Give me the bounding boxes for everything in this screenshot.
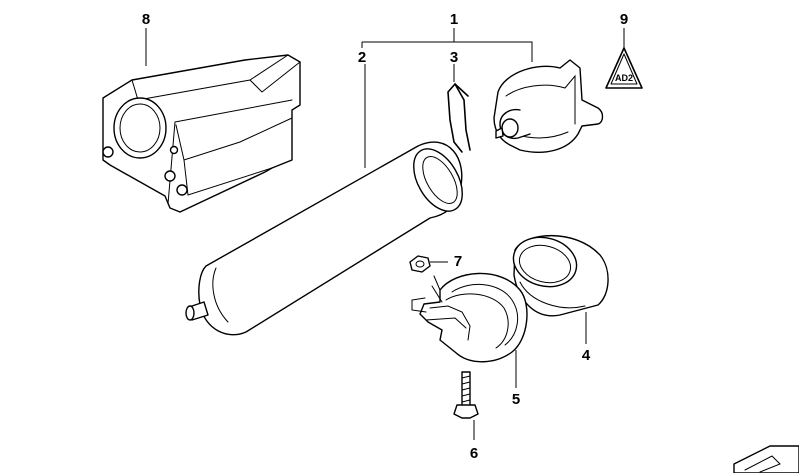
callout-4: 4 bbox=[582, 347, 591, 364]
callout-8: 8 bbox=[142, 11, 150, 28]
leader-lines bbox=[145, 28, 625, 440]
callout-6: 6 bbox=[470, 445, 478, 462]
pressure-regulator bbox=[493, 59, 604, 153]
page-corner-arrow bbox=[733, 445, 799, 473]
callout-9: 9 bbox=[620, 11, 628, 28]
rubber-sleeve bbox=[512, 235, 609, 317]
callout-1: 1 bbox=[450, 11, 458, 28]
callout-7: 7 bbox=[454, 253, 462, 270]
filter-clamp bbox=[411, 272, 528, 363]
fuel-filter bbox=[185, 141, 463, 336]
filter-housing-bracket bbox=[102, 54, 301, 213]
retaining-clip bbox=[447, 82, 471, 153]
callout-3: 3 bbox=[450, 49, 458, 66]
callouts: 8 1 9 2 3 7 4 5 6 bbox=[142, 11, 628, 462]
screw bbox=[453, 371, 479, 419]
nut bbox=[409, 255, 431, 273]
warning-symbol: AD2 bbox=[605, 47, 643, 89]
callout-5: 5 bbox=[512, 391, 520, 408]
warning-symbol-text: AD2 bbox=[615, 73, 633, 83]
callout-2: 2 bbox=[358, 49, 366, 66]
